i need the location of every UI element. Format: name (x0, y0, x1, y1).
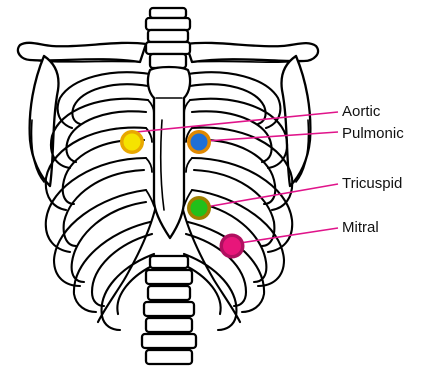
mitral-marker (220, 234, 245, 259)
rib-cage-drawing (18, 8, 318, 364)
tricuspid-leader-line (206, 184, 338, 207)
pulmonic-label: Pulmonic (342, 125, 404, 142)
tricuspid-label: Tricuspid (342, 175, 402, 192)
pulmonic-marker (187, 130, 211, 154)
tricuspid-marker (187, 196, 211, 220)
aortic-marker (120, 130, 144, 154)
pulmonic-leader-line (206, 132, 338, 141)
mitral-label: Mitral (342, 219, 379, 236)
aortic-label: Aortic (342, 103, 381, 120)
